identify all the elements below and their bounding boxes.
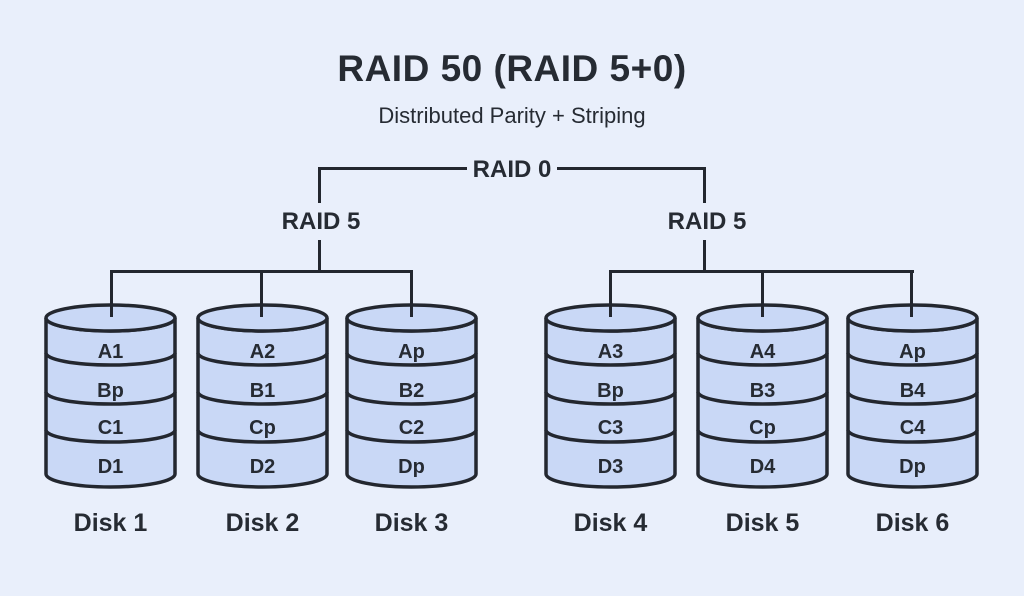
raid5-left-node-label: RAID 5 — [281, 208, 361, 235]
raid0-node-label: RAID 0 — [472, 156, 552, 183]
disk-segment-label: D4 — [750, 456, 776, 478]
disk-segment-label: Dp — [899, 456, 926, 478]
disk1-connector — [110, 270, 113, 317]
disk-segment-label: A1 — [98, 341, 124, 363]
raid0-connector-left-vertical — [318, 167, 321, 203]
disk4-connector — [609, 270, 612, 317]
disk-name-label: Disk 5 — [725, 509, 800, 537]
disk-segment-label: Ap — [398, 341, 425, 363]
disk-segment-label: C3 — [598, 417, 624, 439]
raid0-connector-right-vertical — [703, 167, 706, 203]
disk-segment-label: B2 — [399, 380, 425, 402]
disk-name-label: Disk 4 — [573, 509, 648, 537]
raid5-left-stem — [318, 240, 321, 273]
disk-segment-label: Dp — [398, 456, 425, 478]
disk-segment-label: A3 — [598, 341, 624, 363]
raid0-connector-right-horizontal — [557, 167, 706, 170]
disk-name-label: Disk 1 — [73, 509, 148, 537]
disk-segment-label: C1 — [98, 417, 124, 439]
disk3-connector — [410, 270, 413, 317]
disk-segment-label: A4 — [750, 341, 776, 363]
disk6-connector — [910, 270, 913, 317]
disk-segment-label: C4 — [900, 417, 926, 439]
disk-segment-label: Bp — [97, 380, 124, 402]
disk-segment-label: D3 — [598, 456, 624, 478]
disk-segment-label: B1 — [250, 380, 276, 402]
disk-segment-label: B4 — [900, 380, 926, 402]
disk-name-label: Disk 6 — [875, 509, 950, 537]
disk-segment-label: Bp — [597, 380, 624, 402]
disk-segment-label: A2 — [250, 341, 276, 363]
disk-segment-label: D2 — [250, 456, 276, 478]
disk-segment-label: D1 — [98, 456, 124, 478]
diagram-subtitle: Distributed Parity + Striping — [378, 103, 646, 128]
disk-name-label: Disk 3 — [374, 509, 449, 537]
raid5-right-stem — [703, 240, 706, 273]
disk-segment-label: Cp — [249, 417, 276, 439]
raid0-connector-left-horizontal — [318, 167, 467, 170]
disk-name-label: Disk 2 — [225, 509, 300, 537]
disk2-connector — [260, 270, 263, 317]
disk5-connector — [761, 270, 764, 317]
disk-segment-label: Ap — [899, 341, 926, 363]
raid5-right-node-label: RAID 5 — [667, 208, 747, 235]
disk-segment-label: Cp — [749, 417, 776, 439]
diagram-title: RAID 50 (RAID 5+0) — [337, 48, 687, 89]
disk-segment-label: B3 — [750, 380, 776, 402]
disk-segment-label: C2 — [399, 417, 425, 439]
